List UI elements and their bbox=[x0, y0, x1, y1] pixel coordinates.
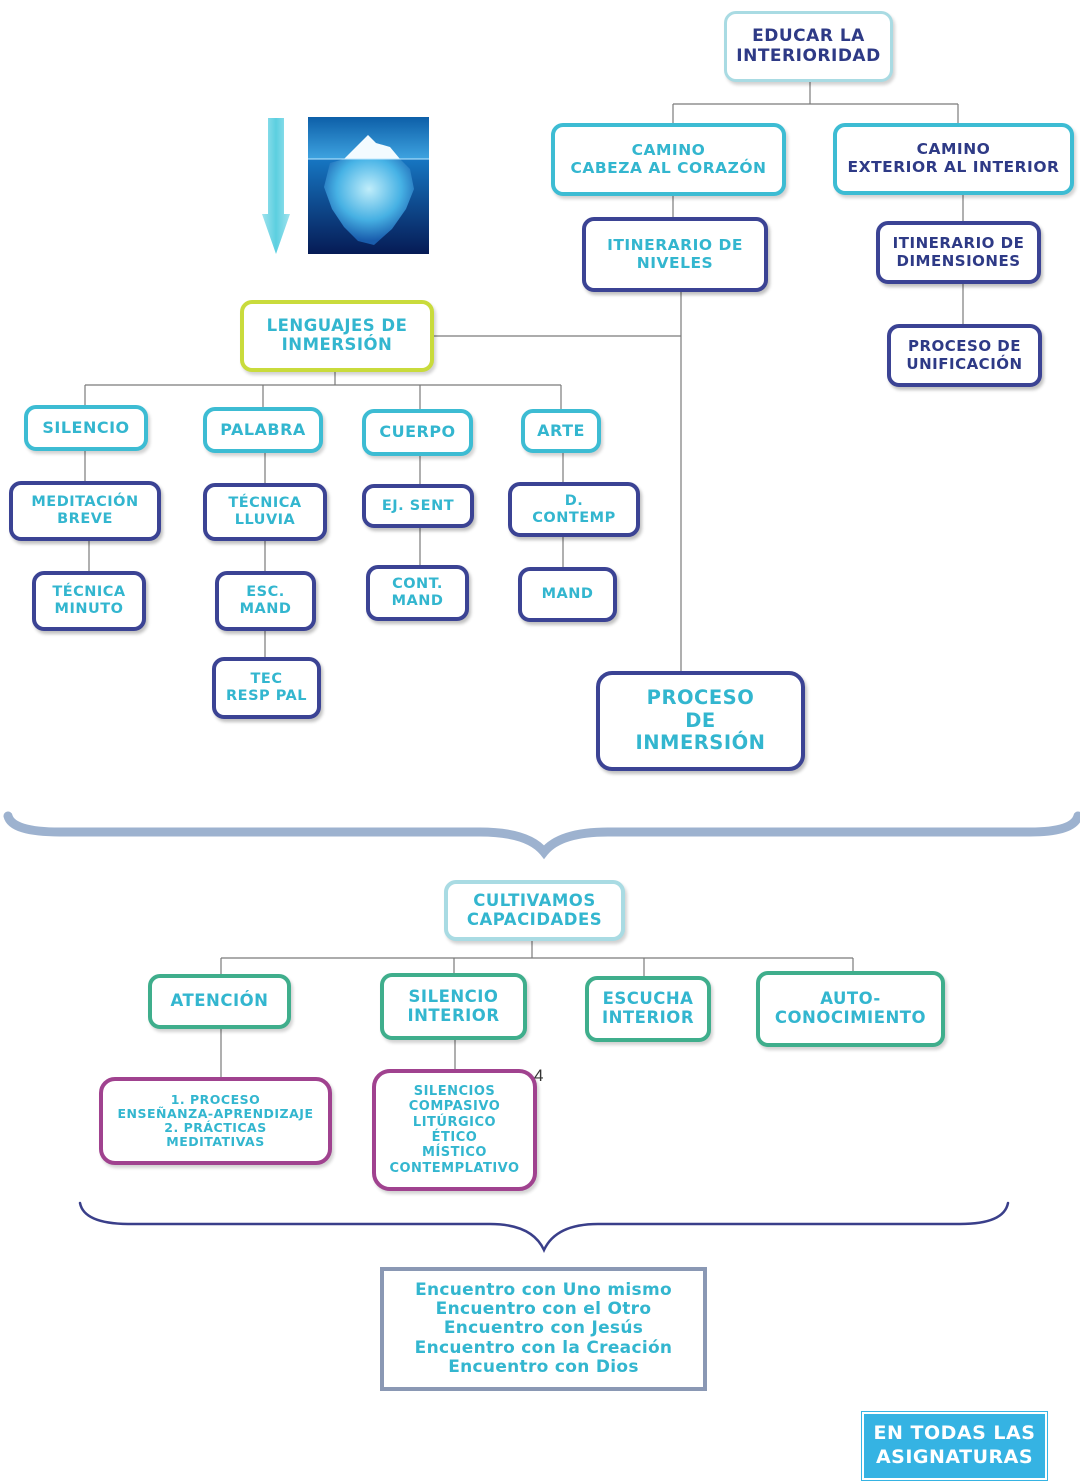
detail-line: MEDITATIVAS bbox=[166, 1134, 265, 1149]
technique-ej-sent: EJ. SENT bbox=[362, 484, 474, 528]
page-number: 4 bbox=[534, 1066, 544, 1085]
all-subjects-badge: EN TODAS LAS ASIGNATURAS bbox=[861, 1411, 1048, 1481]
path-outer-inner-line-1: CAMINO bbox=[916, 140, 991, 159]
technique-line: TÉCNICA bbox=[52, 584, 126, 601]
all-subjects-line-1: EN TODAS LAS bbox=[873, 1422, 1036, 1445]
immersion-process-line-3: INMERSIÓN bbox=[635, 731, 766, 755]
language-palabra: PALABRA bbox=[203, 407, 323, 453]
cultivate-line-2: CAPACIDADES bbox=[466, 909, 603, 929]
technique-line: MAND bbox=[239, 601, 292, 617]
technique-line: MAND bbox=[391, 593, 444, 609]
itinerary-dimensions-line-2: DIMENSIONES bbox=[896, 251, 1021, 270]
detail-line: SILENCIOS bbox=[413, 1084, 496, 1100]
technique-line: TEC bbox=[250, 671, 283, 688]
encounter-item: Encuentro con Uno mismo bbox=[415, 1279, 672, 1300]
detail-line: LITÚRGICO bbox=[412, 1114, 497, 1130]
immersion-languages-box: LENGUAJES DE INMERSIÓN bbox=[240, 300, 434, 372]
encounter-item: Encuentro con la Creación bbox=[414, 1337, 673, 1358]
technique-line: RESP PAL bbox=[226, 688, 307, 704]
technique-line: EJ. SENT bbox=[381, 497, 455, 514]
language-cuerpo: CUERPO bbox=[362, 409, 473, 456]
unification-process-line-2: UNIFICACIÓN bbox=[906, 354, 1023, 373]
path-outer-inner-line-2: EXTERIOR AL INTERIOR bbox=[847, 158, 1060, 176]
capacity-escucha-interior: ESCUCHA INTERIOR bbox=[585, 976, 711, 1042]
root-line-1: EDUCAR LA bbox=[752, 25, 865, 46]
unification-process-box: PROCESO DE UNIFICACIÓN bbox=[887, 324, 1042, 387]
language-palabra-label: PALABRA bbox=[220, 419, 306, 439]
detail-line: CONTEMPLATIVO bbox=[389, 1160, 520, 1176]
language-silencio-label: SILENCIO bbox=[42, 417, 130, 437]
language-silencio: SILENCIO bbox=[24, 405, 148, 451]
capacity-line: ESCUCHA bbox=[602, 989, 694, 1009]
technique-line: LLUVIA bbox=[234, 512, 296, 528]
capacity-atencion: ATENCIÓN bbox=[148, 974, 291, 1029]
immersion-languages-line-1: LENGUAJES DE bbox=[266, 316, 408, 336]
unification-process-line-1: PROCESO DE bbox=[907, 337, 1022, 356]
path-outer-inner-box: CAMINO EXTERIOR AL INTERIOR bbox=[833, 123, 1074, 195]
capacity-autoconocimiento: AUTO- CONOCIMIENTO bbox=[756, 971, 945, 1047]
root-line-2: INTERIORIDAD bbox=[736, 45, 881, 66]
silence-detail-box: SILENCIOS COMPASIVO LITÚRGICO ÉTICO MÍST… bbox=[372, 1069, 537, 1191]
detail-line: MÍSTICO bbox=[422, 1145, 487, 1161]
technique-line: ESC. bbox=[246, 584, 285, 601]
technique-line: TÉCNICA bbox=[228, 495, 302, 512]
root-box: EDUCAR LA INTERIORIDAD bbox=[724, 11, 893, 82]
technique-d-contemp: D. CONTEMP bbox=[508, 482, 640, 537]
technique-line: D. bbox=[564, 492, 584, 509]
itinerary-dimensions-box: ITINERARIO DE DIMENSIONES bbox=[876, 221, 1041, 284]
detail-line: ENSEÑANZA-APRENDIZAJE bbox=[117, 1106, 314, 1121]
language-cuerpo-label: CUERPO bbox=[379, 422, 456, 442]
itinerary-levels-line-1: ITINERARIO DE bbox=[607, 235, 743, 254]
capacity-line: INTERIOR bbox=[407, 1005, 500, 1025]
technique-line: BREVE bbox=[57, 511, 113, 527]
detail-line: 1. PROCESO bbox=[170, 1092, 261, 1107]
technique-line: CONTEMP bbox=[532, 509, 616, 526]
technique-cont-mand: CONT. MAND bbox=[366, 565, 469, 621]
cultivate-box: CULTIVAMOS CAPACIDADES bbox=[444, 880, 625, 941]
immersion-languages-line-2: INMERSIÓN bbox=[281, 335, 393, 354]
technique-mand: MAND bbox=[518, 567, 617, 622]
technique-line: MAND bbox=[541, 586, 594, 603]
detail-line: ÉTICO bbox=[431, 1130, 478, 1145]
path-head-heart-line-1: CAMINO bbox=[631, 140, 706, 159]
all-subjects-line-2: ASIGNATURAS bbox=[875, 1446, 1034, 1468]
language-arte: ARTE bbox=[521, 409, 601, 453]
down-arrow-icon bbox=[262, 118, 290, 254]
technique-tecnica-minuto: TÉCNICA MINUTO bbox=[32, 571, 146, 631]
capacity-line: SILENCIO bbox=[408, 986, 499, 1006]
itinerary-levels-line-2: NIVELES bbox=[636, 253, 714, 272]
capacity-line: ATENCIÓN bbox=[170, 991, 269, 1011]
path-head-heart-line-2: CABEZA AL CORAZÓN bbox=[570, 158, 767, 177]
technique-tec-resp-pal: TEC RESP PAL bbox=[212, 657, 321, 719]
path-head-heart-box: CAMINO CABEZA AL CORAZÓN bbox=[551, 123, 786, 196]
encounters-box: Encuentro con Uno mismo Encuentro con el… bbox=[380, 1267, 707, 1391]
cultivate-line-1: CULTIVAMOS bbox=[473, 890, 596, 910]
technique-line: CONT. bbox=[392, 576, 443, 593]
attention-detail-box: 1. PROCESO ENSEÑANZA-APRENDIZAJE 2. PRÁC… bbox=[99, 1077, 332, 1165]
iceberg-image bbox=[308, 117, 429, 254]
technique-esc-mand: ESC. MAND bbox=[215, 571, 316, 631]
encounter-item: Encuentro con el Otro bbox=[435, 1298, 652, 1319]
technique-line: MINUTO bbox=[54, 601, 124, 617]
technique-line: MEDITACIÓN bbox=[31, 494, 139, 511]
capacity-line: CONOCIMIENTO bbox=[774, 1008, 927, 1027]
encounter-item: Encuentro con Jesús bbox=[443, 1318, 644, 1339]
technique-tecnica-lluvia: TÉCNICA LLUVIA bbox=[203, 483, 327, 541]
capacity-silencio-interior: SILENCIO INTERIOR bbox=[380, 973, 527, 1040]
detail-line: 2. PRÁCTICAS bbox=[164, 1120, 267, 1135]
capacity-line: AUTO- bbox=[820, 989, 881, 1009]
immersion-process-line-2: DE bbox=[685, 708, 716, 732]
immersion-process-line-1: PROCESO bbox=[646, 686, 755, 710]
itinerary-levels-box: ITINERARIO DE NIVELES bbox=[582, 217, 768, 292]
capacity-line: INTERIOR bbox=[601, 1008, 695, 1027]
itinerary-dimensions-line-1: ITINERARIO DE bbox=[892, 234, 1025, 253]
technique-meditacion-breve: MEDITACIÓN BREVE bbox=[9, 481, 161, 541]
encounter-item: Encuentro con Dios bbox=[448, 1357, 639, 1378]
immersion-process-box: PROCESO DE INMERSIÓN bbox=[596, 671, 805, 771]
detail-line: COMPASIVO bbox=[408, 1099, 501, 1115]
language-arte-label: ARTE bbox=[537, 420, 585, 440]
